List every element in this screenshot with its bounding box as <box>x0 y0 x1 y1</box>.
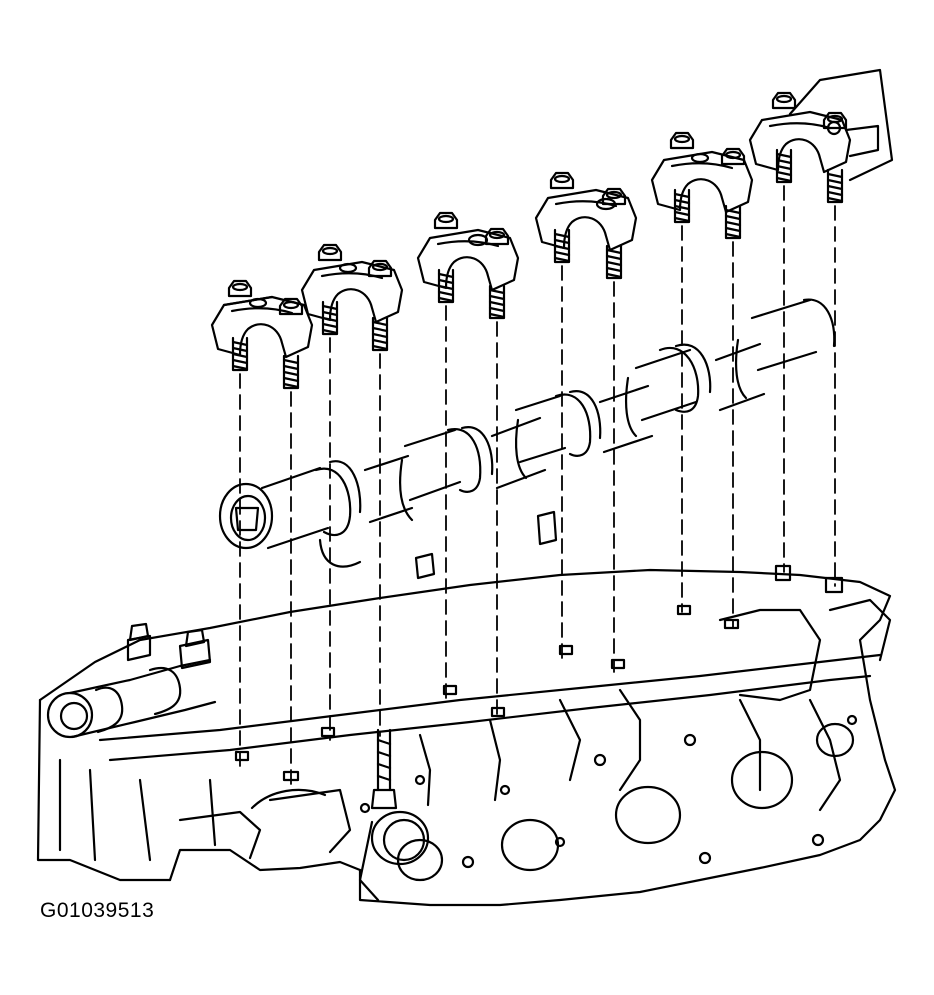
bearing-cap-2 <box>300 260 404 324</box>
figure-id-label: G01039513 <box>40 899 155 922</box>
bearing-cap-4 <box>534 188 638 252</box>
cap-bolt <box>669 131 695 224</box>
cap-bolt <box>484 227 510 320</box>
cap-bolt <box>601 187 627 280</box>
cap-bolt <box>367 259 393 352</box>
bearing-cap-5 <box>650 150 754 214</box>
adjacent-camshaft <box>46 622 217 739</box>
cap-bolt <box>227 279 253 372</box>
locating-dowels <box>234 510 844 782</box>
cap-bolt <box>771 91 797 184</box>
cap-bolt <box>720 147 746 240</box>
bearing-cap-6-thrust <box>748 68 894 182</box>
bearing-cap-3 <box>416 228 520 292</box>
cap-bolt <box>278 297 304 390</box>
camshaft <box>218 298 836 568</box>
cap-bolt <box>549 171 575 264</box>
cap-bolts <box>227 91 848 390</box>
alignment-lines <box>239 185 836 791</box>
cap-bolt <box>433 211 459 304</box>
bearing-cap-1 <box>210 295 314 359</box>
cap-bolt <box>317 243 343 336</box>
cap-bolt <box>822 111 848 204</box>
cylinder-head <box>36 568 897 907</box>
